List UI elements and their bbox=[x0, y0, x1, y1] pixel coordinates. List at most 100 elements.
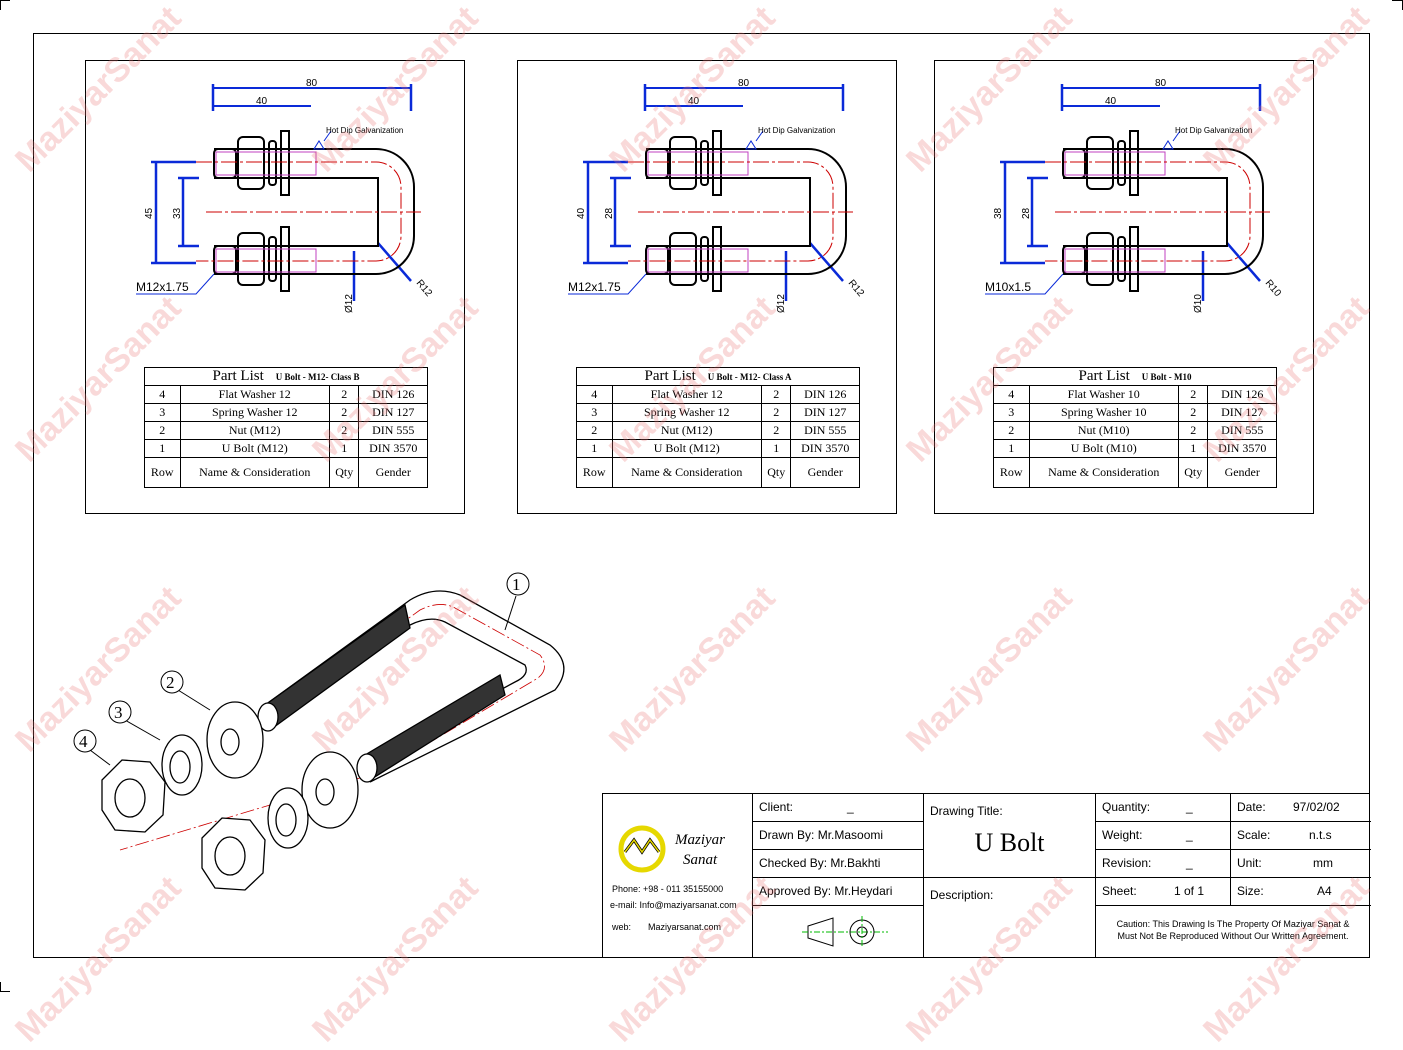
thread-spec: M12x1.75 bbox=[136, 280, 189, 294]
part-list-title: Part List bbox=[1078, 368, 1130, 384]
part-cell: Nut (M12) bbox=[179, 421, 330, 440]
upper-thread bbox=[264, 603, 411, 732]
quantity-value: _ bbox=[1186, 800, 1193, 814]
dim-total: 80 bbox=[738, 78, 750, 89]
corner-mark bbox=[0, 0, 1, 10]
header-cell: Qty bbox=[760, 457, 792, 488]
weight-label: Weight: bbox=[1102, 828, 1143, 842]
washer-hole bbox=[315, 778, 335, 806]
part-cell: 2 bbox=[760, 385, 792, 404]
dim-outer: 40 bbox=[576, 207, 587, 219]
header-cell: Gender bbox=[358, 457, 428, 488]
size-value: A4 bbox=[1317, 884, 1332, 898]
revision-value: _ bbox=[1186, 856, 1193, 870]
header-cell: Gender bbox=[1207, 457, 1277, 488]
header-cell: Gender bbox=[790, 457, 860, 488]
part-cell: Spring Washer 12 bbox=[179, 403, 330, 422]
part-cell: U Bolt (M10) bbox=[1028, 439, 1179, 458]
part-list-subtitle: U Bolt - M12- Class A bbox=[707, 372, 792, 382]
company-name-2: Sanat bbox=[683, 852, 718, 868]
part-cell: 1 bbox=[576, 439, 613, 458]
dim-outer: 45 bbox=[144, 207, 155, 219]
projection-symbol-cell bbox=[753, 906, 924, 957]
web-label: web: bbox=[612, 922, 632, 932]
web[interactable]: Maziyarsanat.com bbox=[648, 922, 722, 932]
part-list-subtitle: U Bolt - M12- Class B bbox=[275, 372, 360, 382]
email: e-mail: Info@maziyarsanat.com bbox=[610, 900, 737, 910]
nut-hole bbox=[214, 836, 246, 876]
sheet-label: Sheet: bbox=[1102, 884, 1137, 898]
header-cell: Row bbox=[144, 457, 181, 488]
scale-label: Scale: bbox=[1237, 828, 1271, 842]
washer-hole bbox=[220, 728, 240, 756]
lower-bolt-end bbox=[356, 753, 378, 783]
thread-spec: M10x1.5 bbox=[985, 280, 1031, 294]
header-cell: Qty bbox=[328, 457, 360, 488]
phone: Phone: +98 - 011 35155000 bbox=[612, 884, 724, 894]
dim-inner: 33 bbox=[172, 207, 183, 219]
u-bolt-view-2: Hot Dip Galvanization 80 40 40 28 Ø12 R1… bbox=[517, 60, 897, 514]
part-cell: 2 bbox=[328, 421, 360, 440]
part-cell: 4 bbox=[993, 385, 1030, 404]
part-cell: 2 bbox=[760, 403, 792, 422]
surface-note: Hot Dip Galvanization bbox=[758, 126, 835, 135]
header-cell: Name & Consideration bbox=[179, 457, 330, 488]
dim-radius: R12 bbox=[414, 278, 435, 299]
unit-label: Unit: bbox=[1237, 856, 1262, 870]
part-cell: U Bolt (M12) bbox=[611, 439, 762, 458]
part-cell: DIN 3570 bbox=[1207, 439, 1277, 458]
approved-by-value: Mr.Heydari bbox=[834, 884, 893, 898]
part-cell: DIN 126 bbox=[790, 385, 860, 404]
part-cell: DIN 127 bbox=[1207, 403, 1277, 422]
part-cell: DIN 555 bbox=[1207, 421, 1277, 440]
part-cell: 3 bbox=[576, 403, 613, 422]
flat-washer bbox=[301, 751, 359, 829]
part-list-title: Part List bbox=[644, 368, 696, 384]
header-cell: Row bbox=[993, 457, 1030, 488]
part-cell: 2 bbox=[1177, 421, 1209, 440]
projection-symbol-icon bbox=[802, 916, 888, 948]
part-cell: 1 bbox=[1177, 439, 1209, 458]
part-cell: DIN 127 bbox=[358, 403, 428, 422]
part-cell: 2 bbox=[760, 421, 792, 440]
corner-mark bbox=[0, 0, 10, 1]
part-cell: DIN 127 bbox=[790, 403, 860, 422]
isometric-assembly: 1 2 3 4 bbox=[73, 572, 565, 891]
part-cell: 2 bbox=[328, 385, 360, 404]
dim-radius: R12 bbox=[846, 278, 867, 299]
part-cell: U Bolt (M12) bbox=[179, 439, 330, 458]
dim-radius: R10 bbox=[1263, 278, 1284, 299]
quantity-label: Quantity: bbox=[1102, 800, 1151, 814]
part-cell: 1 bbox=[760, 439, 792, 458]
part-cell: Spring Washer 12 bbox=[611, 403, 762, 422]
part-cell: DIN 555 bbox=[358, 421, 428, 440]
part-cell: 2 bbox=[1177, 403, 1209, 422]
company-cell: Maziyar Sanat Phone: +98 - 011 35155000 … bbox=[603, 794, 753, 957]
dim-inner: 28 bbox=[1021, 207, 1032, 219]
part-cell: DIN 126 bbox=[1207, 385, 1277, 404]
part-cell: 1 bbox=[328, 439, 360, 458]
drawing-title: U Bolt bbox=[974, 828, 1045, 857]
part-cell: 4 bbox=[576, 385, 613, 404]
date-value: 97/02/02 bbox=[1293, 800, 1340, 814]
dim-total: 80 bbox=[1155, 78, 1167, 89]
lower-thread bbox=[364, 673, 506, 782]
part-cell: 2 bbox=[576, 421, 613, 440]
header-cell: Name & Consideration bbox=[1028, 457, 1179, 488]
part-cell: DIN 3570 bbox=[790, 439, 860, 458]
date-label: Date: bbox=[1237, 800, 1266, 814]
part-cell: 2 bbox=[993, 421, 1030, 440]
title-block: Maziyar Sanat Phone: +98 - 011 35155000 … bbox=[602, 793, 1371, 958]
description-label: Description: bbox=[930, 888, 994, 902]
thread-spec: M12x1.75 bbox=[568, 280, 621, 294]
part-cell: DIN 126 bbox=[358, 385, 428, 404]
